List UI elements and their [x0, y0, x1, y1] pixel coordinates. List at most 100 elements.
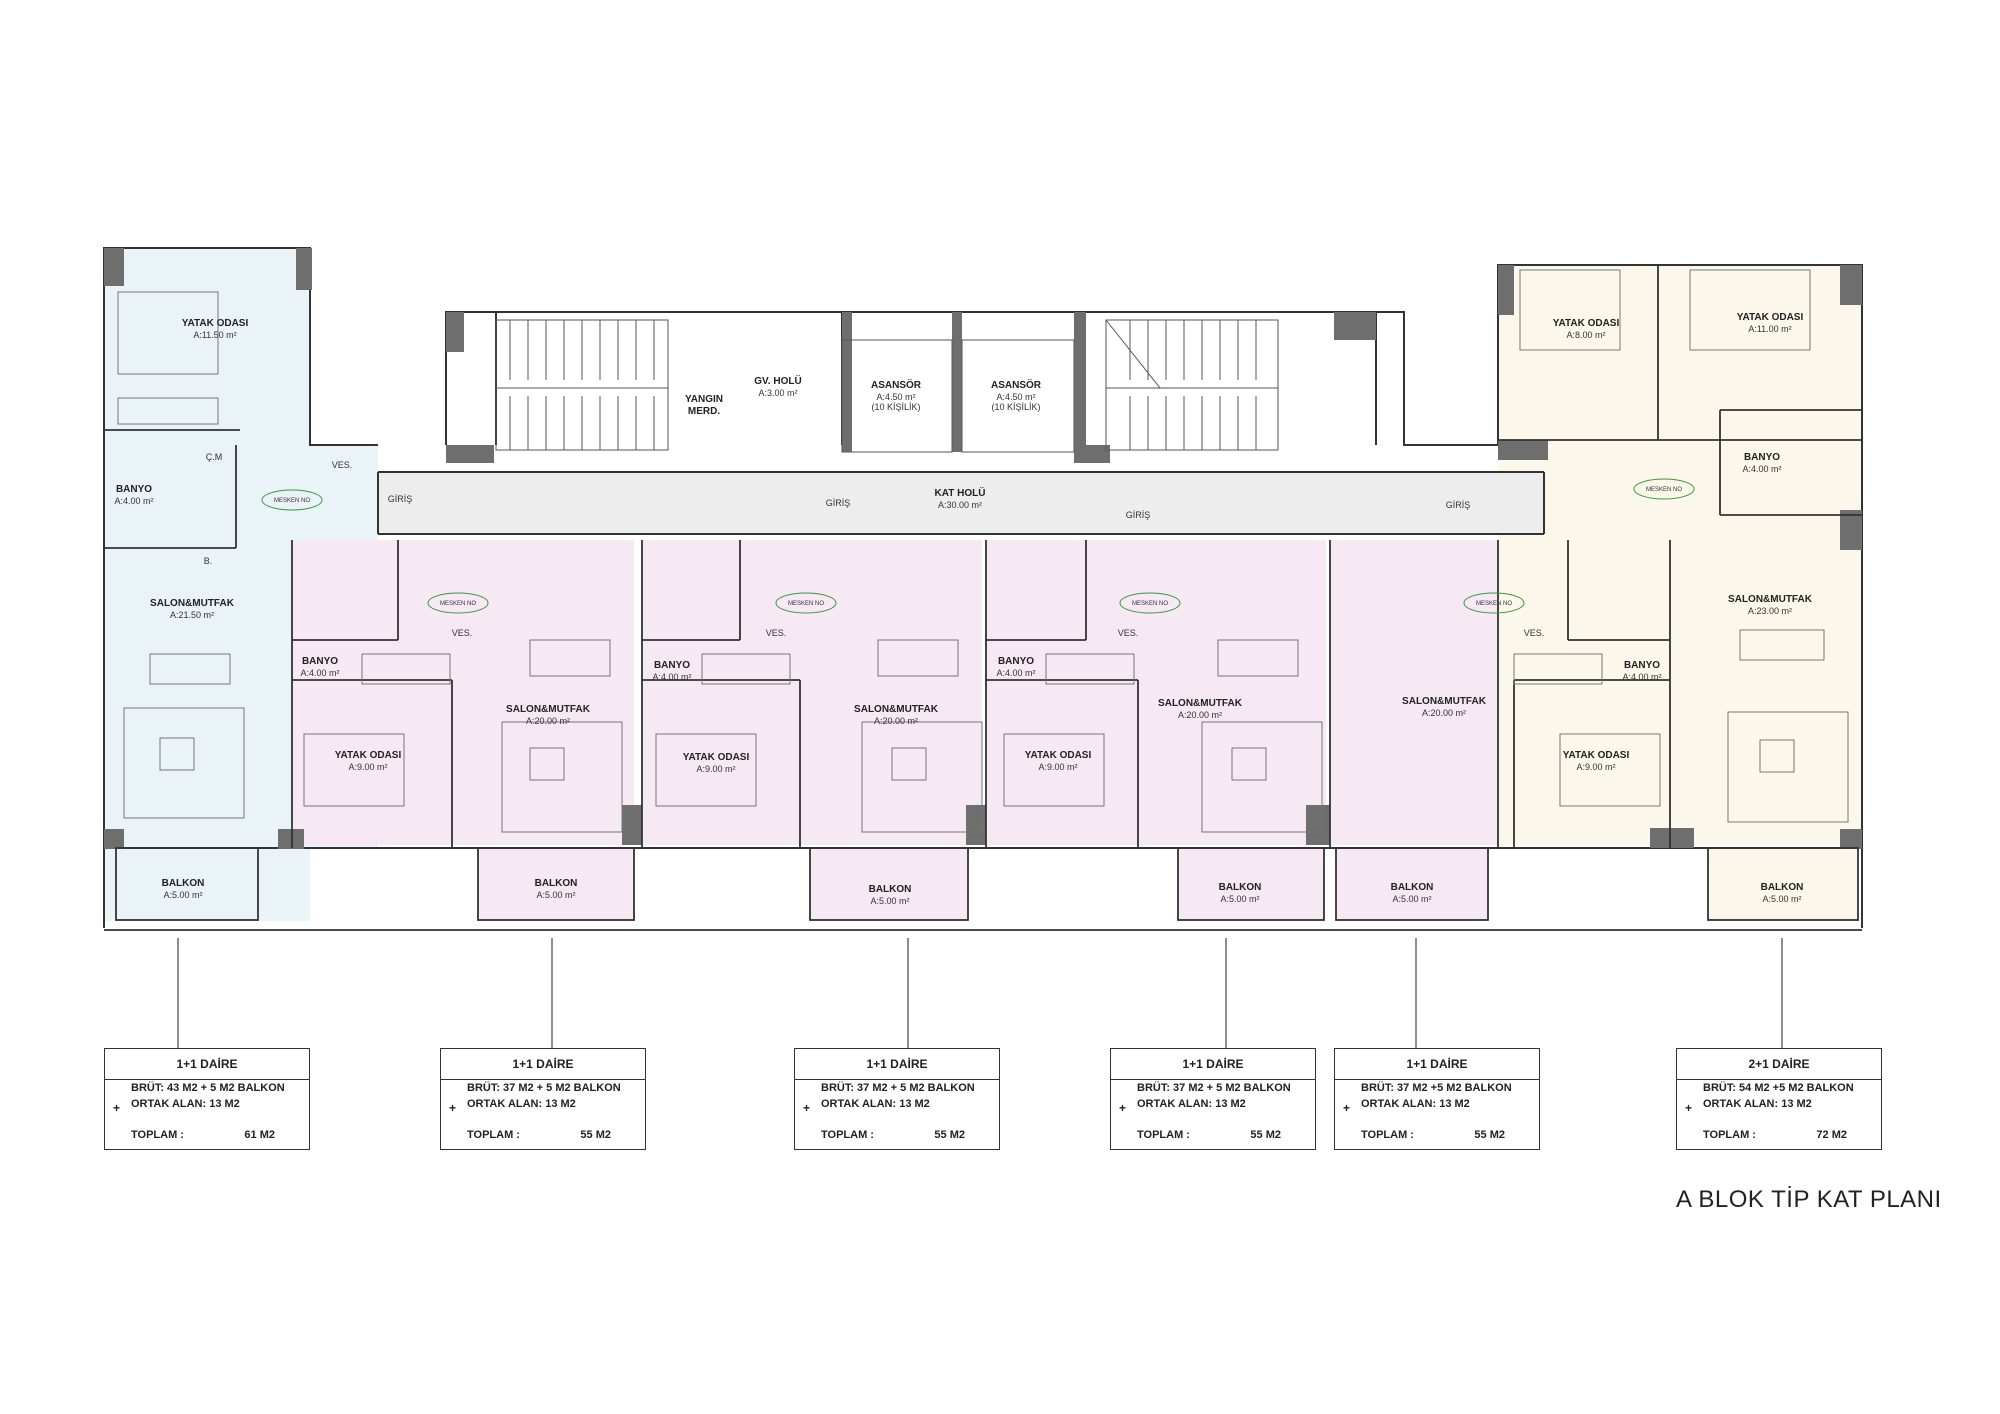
unit4-banyo-area: A:4.00 m²: [996, 668, 1035, 678]
asansor-1-note: (10 KİŞİLİK): [871, 402, 920, 412]
summary-toplam-label: TOPLAM :: [1137, 1129, 1190, 1141]
summary-toplam-label: TOPLAM :: [1361, 1129, 1414, 1141]
unit1-cm-label: Ç.M: [206, 452, 223, 462]
summary-toplam-value: 61 M2: [244, 1129, 275, 1141]
unit1-banyo-area: A:4.00 m²: [114, 496, 153, 506]
unit6-balkon-label: BALKON: [1761, 882, 1804, 893]
unit1-yatak-area: A:11.50 m²: [193, 330, 236, 340]
unit6-salon-area: A:23.00 m²: [1748, 606, 1792, 616]
summary-box-4: 1+1 DAİRE BRÜT: 37 M2 + 5 M2 BALKON ORTA…: [1110, 1048, 1316, 1150]
unit4-yatak-area: A:9.00 m²: [1038, 762, 1077, 772]
asansor-2-area: A:4.50 m²: [996, 392, 1035, 402]
unit1-balkon-area: A:5.00 m²: [163, 890, 202, 900]
unit2-banyo-label: BANYO: [302, 656, 338, 667]
unit1-banyo-label: BANYO: [116, 484, 152, 495]
unit2-yatak-label: YATAK ODASI: [335, 750, 402, 761]
unit6-banyo-area: A:4.00 m²: [1742, 464, 1781, 474]
plus-icon: +: [1685, 1101, 1693, 1115]
summary-type: 1+1 DAİRE: [105, 1049, 309, 1080]
plus-icon: +: [1343, 1101, 1351, 1115]
summary-brut: BRÜT: 37 M2 +5 M2 BALKON: [1361, 1082, 1512, 1094]
unit4-balkon-label: BALKON: [1219, 882, 1262, 893]
unit2-mesken: MESKEN NO: [440, 601, 476, 607]
summary-type: 1+1 DAİRE: [1335, 1049, 1539, 1080]
unit-5-balkon-fill: [1336, 848, 1488, 920]
unit5-yatak-label: YATAK ODASI: [1563, 750, 1630, 761]
summary-brut: BRÜT: 37 M2 + 5 M2 BALKON: [467, 1082, 621, 1094]
plus-icon: +: [803, 1101, 811, 1115]
summary-toplam-label: TOPLAM :: [467, 1129, 520, 1141]
mesken-ellipses: [261, 478, 1695, 614]
plus-icon: +: [113, 1101, 121, 1115]
unit3-mesken: MESKEN NO: [788, 601, 824, 607]
unit3-banyo-area: A:4.00 m²: [652, 672, 691, 682]
summary-toplam-label: TOPLAM :: [1703, 1129, 1756, 1141]
unit4-banyo-label: BANYO: [998, 656, 1034, 667]
summary-brut: BRÜT: 54 M2 +5 M2 BALKON: [1703, 1082, 1854, 1094]
unit-4-fill: [986, 540, 1326, 845]
unit-4-balkon-fill: [1178, 848, 1324, 920]
unit4-balkon-area: A:5.00 m²: [1220, 894, 1259, 904]
giris-1: GİRİŞ: [388, 494, 413, 504]
gv-holu-area: A:3.00 m²: [758, 388, 797, 398]
summary-brut: BRÜT: 37 M2 + 5 M2 BALKON: [821, 1082, 975, 1094]
asansor-1-label: ASANSÖR: [871, 378, 922, 391]
unit-3-fill: [642, 540, 982, 845]
unit3-yatak-label: YATAK ODASI: [683, 752, 750, 763]
unit2-balkon-area: A:5.00 m²: [536, 890, 575, 900]
summary-toplam-value: 55 M2: [580, 1129, 611, 1141]
unit5-salon-area: A:20.00 m²: [1422, 708, 1466, 718]
unit6-banyo-label: BANYO: [1744, 452, 1780, 463]
kat-holu-label: KAT HOLÜ: [935, 486, 986, 499]
summary-box-3: 1+1 DAİRE BRÜT: 37 M2 + 5 M2 BALKON ORTA…: [794, 1048, 1000, 1150]
unit5-balkon-label: BALKON: [1391, 882, 1434, 893]
stair-left: [495, 319, 669, 451]
summary-brut: BRÜT: 37 M2 + 5 M2 BALKON: [1137, 1082, 1291, 1094]
unit5-ves-label: VES.: [1524, 628, 1545, 638]
kat-holu-area: A:30.00 m²: [938, 500, 982, 510]
unit-2-fill: [292, 540, 634, 845]
unit2-salon-label: SALON&MUTFAK: [506, 704, 591, 715]
unit4-salon-label: SALON&MUTFAK: [1158, 698, 1243, 709]
plus-icon: +: [449, 1101, 457, 1115]
summary-type: 1+1 DAİRE: [795, 1049, 999, 1080]
balconies: [104, 847, 1862, 931]
summary-type: 1+1 DAİRE: [1111, 1049, 1315, 1080]
unit4-mesken: MESKEN NO: [1132, 601, 1168, 607]
unit-6-balkon-fill: [1708, 848, 1858, 920]
elevators: [841, 339, 1075, 453]
summary-box-6: 2+1 DAİRE BRÜT: 54 M2 +5 M2 BALKON ORTAK…: [1676, 1048, 1882, 1150]
unit-walls: [103, 265, 1862, 848]
giris-3: GİRİŞ: [1126, 510, 1151, 520]
unit2-banyo-area: A:4.00 m²: [300, 668, 339, 678]
unit6-yatak2-label: YATAK ODASI: [1737, 312, 1804, 323]
unit2-salon-area: A:20.00 m²: [526, 716, 570, 726]
asansor-2-label: ASANSÖR: [991, 378, 1042, 391]
unit3-balkon-area: A:5.00 m²: [870, 896, 909, 906]
summary-ortak: ORTAK ALAN: 13 M2: [1703, 1098, 1812, 1110]
unit3-yatak-area: A:9.00 m²: [696, 764, 735, 774]
unit3-balkon-label: BALKON: [869, 884, 912, 895]
unit1-salon-label: SALON&MUTFAK: [150, 598, 235, 609]
unit6-mesken: MESKEN NO: [1646, 487, 1682, 493]
summary-toplam-value: 72 M2: [1816, 1129, 1847, 1141]
asansor-2-note: (10 KİŞİLİK): [991, 402, 1040, 412]
leader-lines: [177, 938, 1783, 1048]
yangin-label2: MERD.: [688, 406, 720, 417]
unit6-yatak1-area: A:8.00 m²: [1566, 330, 1605, 340]
summary-toplam-label: TOPLAM :: [821, 1129, 874, 1141]
unit5-mesken: MESKEN NO: [1476, 601, 1512, 607]
plus-icon: +: [1119, 1101, 1127, 1115]
unit2-balkon-label: BALKON: [535, 878, 578, 889]
unit-3-balkon-fill: [810, 848, 968, 920]
summary-toplam-label: TOPLAM :: [131, 1129, 184, 1141]
unit1-yatak-label: YATAK ODASI: [182, 318, 249, 329]
unit4-ves-label: VES.: [1118, 628, 1139, 638]
furniture: [117, 269, 1849, 833]
unit2-yatak-area: A:9.00 m²: [348, 762, 387, 772]
plan-title: A BLOK TİP KAT PLANI: [1676, 1186, 1942, 1213]
summary-brut: BRÜT: 43 M2 + 5 M2 BALKON: [131, 1082, 285, 1094]
unit1-salon-area: A:21.50 m²: [170, 610, 214, 620]
asansor-1-area: A:4.50 m²: [876, 392, 915, 402]
